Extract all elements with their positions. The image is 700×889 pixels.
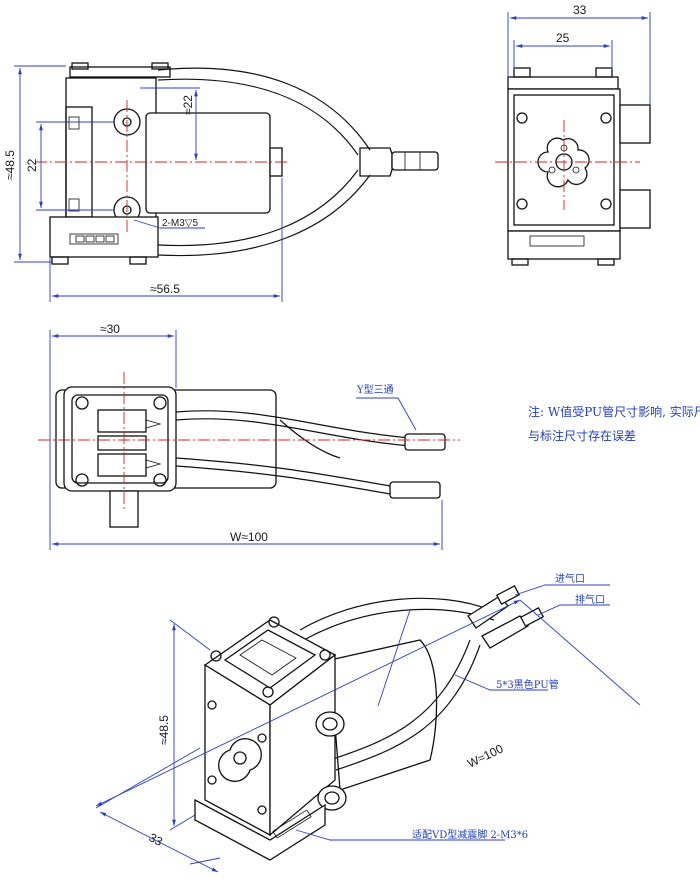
dim-top-width: ≈56.5 (150, 282, 180, 296)
dim-iso-height: ≈48.5 (157, 715, 171, 745)
tube-spec-label: 5*3黑色PU管 (496, 678, 559, 691)
isometric-view (95, 584, 641, 873)
inlet-label: 进气口 (555, 572, 585, 585)
note-line-2: 与标注尺寸存在误差 (528, 428, 636, 443)
outlet-label: 排气口 (575, 593, 605, 606)
dim-side-width: 33 (573, 3, 587, 17)
dim-front-length: W≈100 (230, 530, 268, 544)
top-view (14, 62, 439, 302)
dim-offset: ≈22 (181, 95, 195, 115)
front-view (38, 330, 460, 550)
note-line-1: 注: W值受PU管尺寸影响, 实际尺寸 (528, 404, 700, 419)
y-connector-label: Y型三通 (356, 383, 394, 396)
dim-iso-length: W≈100 (465, 741, 506, 770)
dim-side-inner-width: 25 (556, 31, 570, 45)
dim-iso-width: 33 (147, 830, 166, 849)
side-view (495, 12, 651, 266)
dim-front-depth: ≈30 (100, 322, 120, 336)
damper-note-label: 适配VD型减震脚 2-M3*6 (412, 828, 528, 841)
mount-screw-callout: 2-M3▽5 (162, 218, 198, 229)
dim-hole-spacing: 22 (25, 158, 39, 172)
dim-top-height: ≈48.5 (3, 150, 17, 180)
